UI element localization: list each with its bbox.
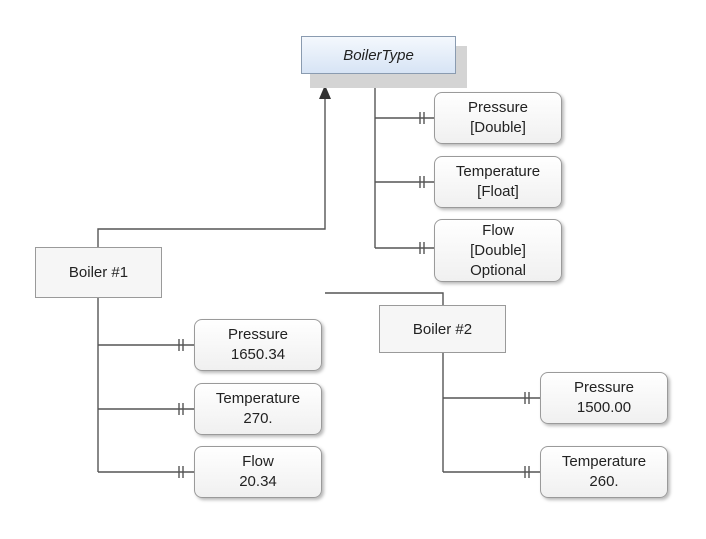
property-name: Pressure [467, 99, 529, 116]
tick-marker [178, 466, 184, 478]
variable-value: 20.34 [239, 473, 277, 490]
boiler2-temperature[interactable]: Temperature 260. [540, 446, 668, 498]
type-property-pressure[interactable]: Pressure [Double] [434, 92, 562, 144]
type-property-temperature[interactable]: Temperature [Float] [434, 156, 562, 208]
tick-marker [419, 242, 425, 254]
tick-marker [524, 466, 530, 478]
boiler2-label: Boiler #2 [412, 320, 473, 338]
variable-value: 270. [243, 410, 273, 427]
property-datatype: [Double] [470, 119, 526, 136]
property-name: Flow [482, 221, 514, 239]
variable-name: Temperature [561, 453, 647, 470]
boiler2-pressure[interactable]: Pressure 1500.00 [540, 372, 668, 424]
boiler1-node[interactable]: Boiler #1 [35, 247, 162, 298]
variable-name: Temperature [215, 390, 301, 407]
boiler1-label: Boiler #1 [68, 264, 129, 281]
variable-value: 260. [589, 473, 619, 490]
inheritance-line-boiler2 [325, 292, 444, 305]
boiler1-pressure[interactable]: Pressure 1650.34 [194, 319, 322, 371]
property-datatype: [Double] [470, 241, 526, 259]
property-modifier: Optional [470, 261, 526, 279]
tick-marker [524, 392, 530, 404]
tick-marker [178, 403, 184, 415]
boiler1-flow[interactable]: Flow 20.34 [194, 446, 322, 498]
tick-marker [419, 176, 425, 188]
variable-name: Pressure [227, 326, 289, 343]
variable-name: Pressure [573, 379, 635, 396]
inheritance-line-boiler1 [97, 98, 326, 247]
type-property-flow[interactable]: Flow [Double] Optional [434, 219, 562, 282]
boiler-type-label: BoilerType [343, 46, 414, 64]
tick-marker [419, 112, 425, 124]
boiler-type-node[interactable]: BoilerType [301, 36, 456, 74]
boiler2-node[interactable]: Boiler #2 [379, 305, 506, 353]
boiler1-temperature[interactable]: Temperature 270. [194, 383, 322, 435]
variable-name: Flow [242, 453, 274, 470]
variable-value: 1650.34 [230, 346, 286, 363]
inheritance-arrowhead-icon [319, 85, 331, 99]
property-name: Temperature [455, 163, 541, 180]
tick-marker [178, 339, 184, 351]
property-datatype: [Float] [477, 183, 519, 200]
variable-value: 1500.00 [576, 399, 632, 416]
